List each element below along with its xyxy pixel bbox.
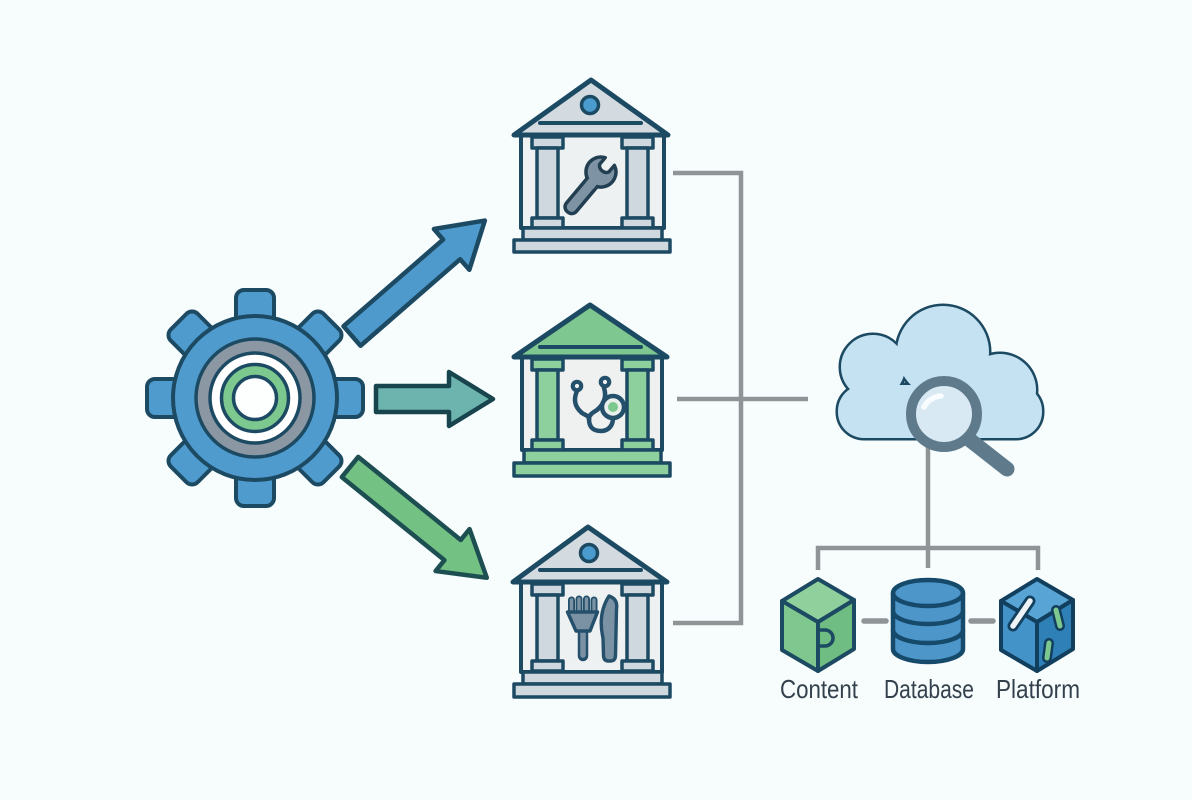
bank2-step-upper: [522, 448, 663, 465]
bank3-columns: [530, 582, 655, 673]
bank1-step-lower: [512, 238, 672, 254]
bank1-circle: [579, 94, 601, 116]
arrow-up-right-icon: [341, 218, 488, 349]
platform-pin-green-bottom: [1042, 638, 1054, 663]
bank3-step-lower: [512, 682, 672, 699]
puzzle-notch: [818, 628, 835, 648]
bank3-circle: [578, 542, 600, 564]
stethoscope-icon: [570, 375, 627, 434]
bank1-step-upper: [521, 226, 664, 242]
bank2-columns: [530, 357, 655, 452]
wrench-icon: [563, 155, 618, 216]
fork-knife-icon: [565, 594, 619, 663]
label-database: Database: [884, 674, 974, 704]
label-content: Content: [780, 674, 859, 704]
arrow-right-icon: [373, 369, 496, 429]
connector-components-branch: [815, 545, 1041, 570]
platform-cube-icon: [999, 577, 1075, 673]
label-platform: Platform: [996, 674, 1080, 704]
cloud-search-icon: [835, 303, 1045, 477]
bank-wrench-icon: [511, 77, 672, 254]
connector-lines: [673, 170, 1041, 626]
bank2-step-lower: [512, 461, 672, 478]
bank2-pediment: [511, 302, 670, 360]
gear-icon: [145, 288, 365, 508]
gear-center: [231, 374, 279, 422]
bank-cutlery-icon: [510, 524, 672, 699]
magnifier-icon: [906, 376, 1015, 477]
platform-pin-green-top: [1051, 605, 1065, 631]
platform-pin-white: [1007, 595, 1036, 632]
bank3-step-upper: [521, 670, 664, 686]
bank1-columns: [530, 135, 655, 230]
puzzle-cube-icon: [780, 577, 856, 673]
arrow-down-right-icon: [339, 454, 490, 581]
database-icon: [890, 577, 966, 665]
bank-stethoscope-icon: [511, 302, 672, 478]
